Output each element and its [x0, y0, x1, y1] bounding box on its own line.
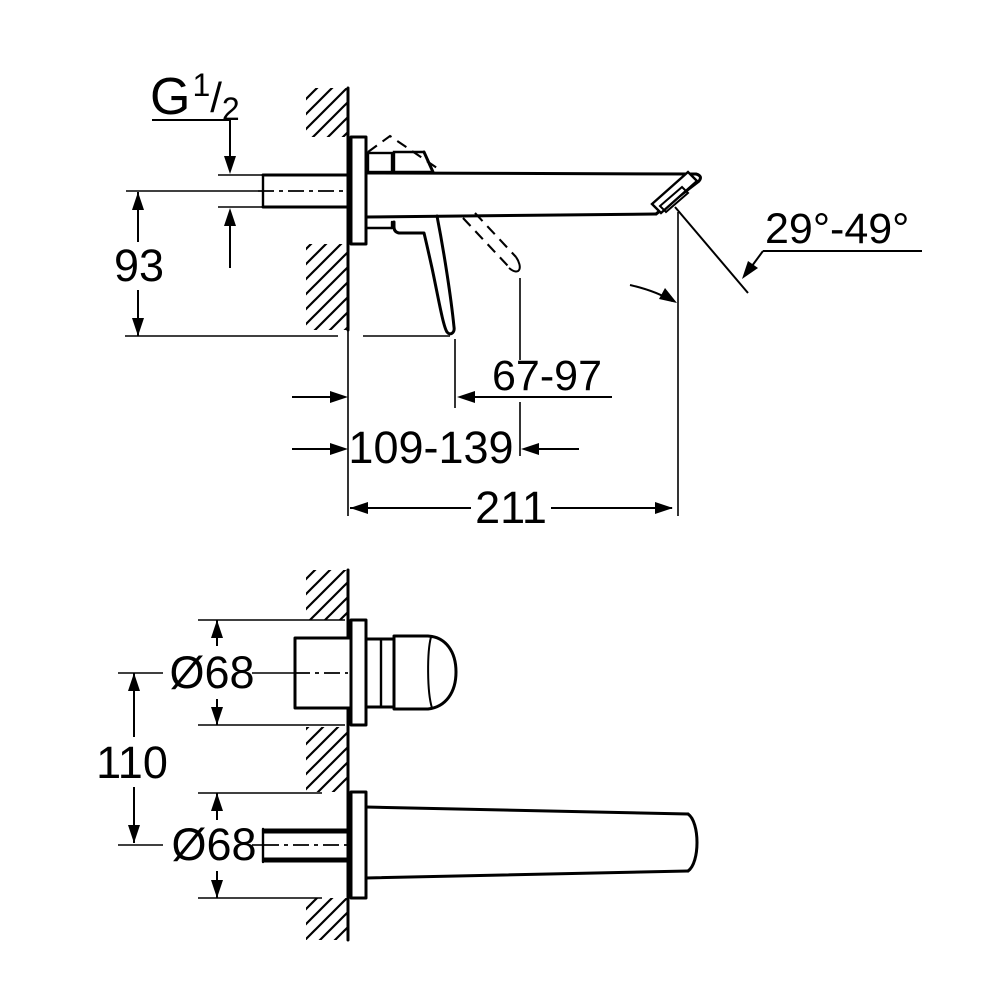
escutcheon-side — [349, 135, 368, 246]
supply-pipe — [126, 173, 362, 209]
wall-section-plan — [306, 568, 350, 942]
cartridge-cap — [366, 134, 438, 174]
dimension-spout-projection: 211 — [350, 212, 679, 533]
side-view: G1/2 93 67-97 — [114, 67, 922, 533]
dimension-spout-height: 93 — [114, 192, 450, 337]
lever-handle-side — [392, 212, 521, 336]
dimension-lever-projection: 67-97 — [292, 352, 612, 403]
wall-hatch — [306, 898, 348, 940]
dimension-label-110: 110 — [96, 737, 168, 788]
escutcheon-spout — [349, 790, 368, 900]
handle-knob-crease — [427, 636, 433, 709]
wall-hatch — [306, 570, 348, 620]
thread-size-label: G1/2 — [150, 67, 240, 127]
dimension-label-angle: 29°-49° — [765, 205, 909, 253]
plan-view: Ø68 110 — [96, 568, 699, 942]
dimension-handle-escutcheon-diameter: Ø68 — [169, 619, 345, 726]
wall-hatch — [306, 88, 348, 137]
angle-reference-line — [674, 206, 749, 294]
handle-assembly-plan — [252, 618, 458, 727]
dimension-label-109-139: 109-139 — [348, 422, 513, 473]
dimension-lever-projection-raised: 109-139 — [292, 422, 579, 473]
dimension-label-diameter-68-bottom: Ø68 — [171, 819, 256, 870]
cartridge-cap-dashed-position — [367, 134, 438, 169]
dimension-label-67-97: 67-97 — [492, 352, 602, 400]
dimension-label-diameter-68-top: Ø68 — [169, 647, 254, 698]
dimension-spout-escutcheon-diameter: Ø68 — [171, 792, 322, 899]
dimension-spout-angle: 29°-49° — [629, 205, 922, 303]
handle-knob — [392, 634, 458, 711]
wall-hatch — [306, 244, 348, 330]
escutcheon-handle — [349, 618, 368, 727]
aerator-tip — [650, 170, 699, 215]
wall-hatch — [306, 727, 348, 792]
dimension-center-distance: 110 — [96, 672, 168, 846]
spout-assembly-plan — [252, 790, 699, 900]
wall-section-side — [306, 86, 350, 516]
lever-handle-dashed-position — [462, 212, 521, 273]
dimension-label-93: 93 — [114, 240, 164, 291]
spout-tube — [364, 805, 699, 880]
spout-side — [364, 170, 702, 230]
dimension-label-211: 211 — [475, 482, 547, 533]
thread-size-callout: G1/2 — [150, 67, 240, 268]
